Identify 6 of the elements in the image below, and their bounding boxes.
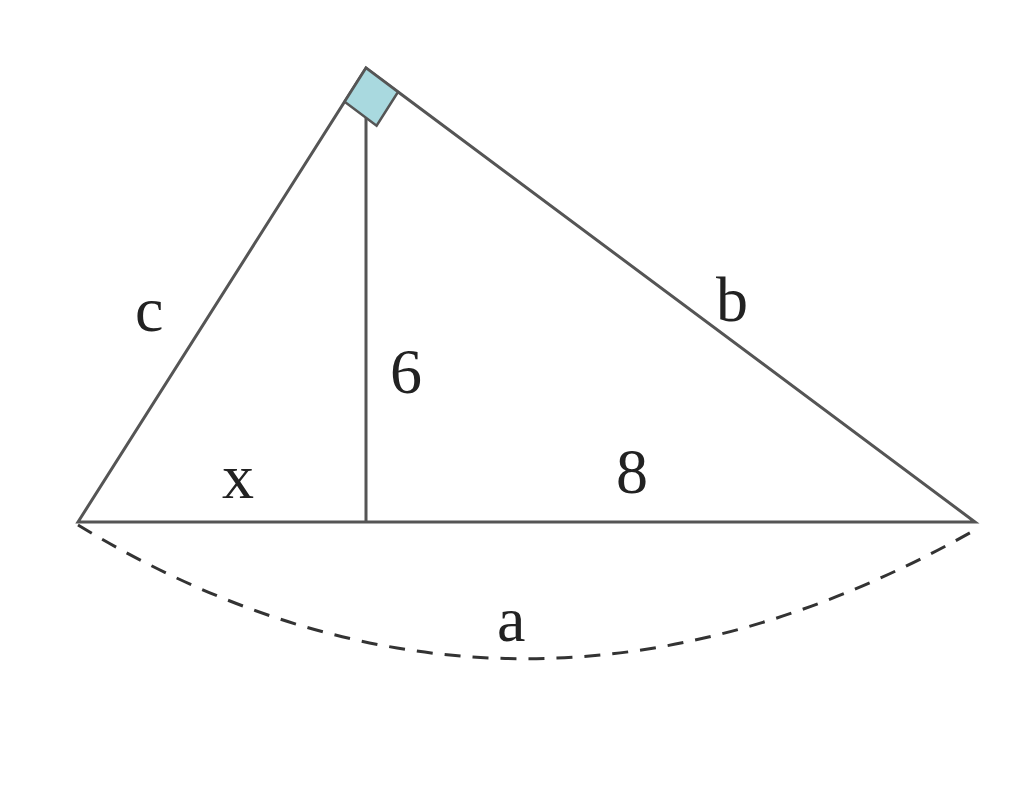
segment-label: 8 bbox=[616, 440, 648, 504]
side-label: c bbox=[135, 278, 164, 342]
side-label: b bbox=[716, 268, 748, 332]
side-label: a bbox=[497, 588, 526, 652]
segment-label: x bbox=[222, 445, 254, 509]
segment-label: 6 bbox=[390, 340, 422, 404]
